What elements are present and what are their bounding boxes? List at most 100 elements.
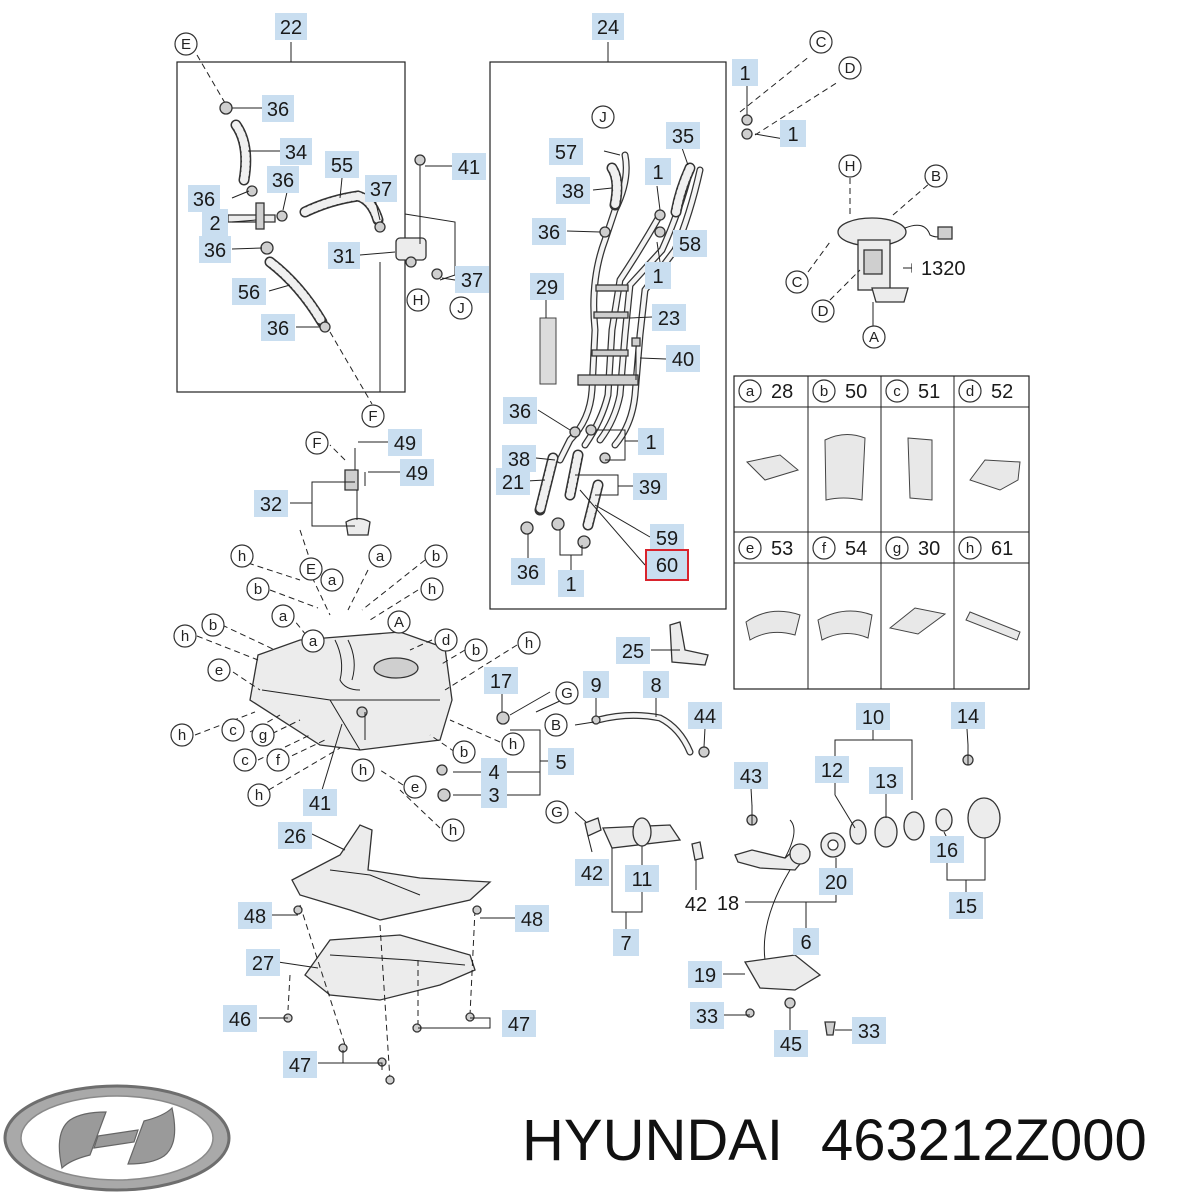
svg-text:40: 40 (672, 349, 694, 371)
tank-letter-b: b (424, 544, 448, 568)
legend-letter: e (746, 540, 754, 557)
svg-text:E: E (181, 36, 191, 53)
svg-text:h: h (428, 581, 436, 598)
callout-26: 26 (278, 822, 312, 849)
legend-letter: c (893, 383, 901, 400)
callout-38: 38 (556, 177, 590, 204)
legend-cell-e: e 53 (738, 536, 793, 560)
callout-4: 4 (481, 758, 507, 785)
callout-36: 36 (532, 218, 566, 245)
legend-letter: d (966, 383, 974, 400)
callout-44: 44 (688, 702, 722, 729)
callout-42: 42 (575, 859, 609, 886)
tank-letter-b: b (201, 613, 225, 637)
filler-parts (496, 621, 1001, 1036)
callout-9: 9 (583, 671, 609, 698)
legend-cell-b: b 50 (812, 379, 867, 403)
svg-text:G: G (561, 685, 573, 702)
legend-letter: b (820, 383, 828, 400)
svg-text:59: 59 (656, 528, 678, 550)
svg-text:1: 1 (739, 63, 750, 85)
svg-text:36: 36 (204, 240, 226, 262)
callout-2: 2 (202, 209, 228, 236)
svg-text:B: B (931, 168, 941, 185)
svg-text:a: a (279, 608, 288, 625)
fuel-tank (249, 448, 453, 802)
callout-1: 1 (645, 158, 671, 185)
tank-letter-g: g (251, 723, 275, 747)
connector-E: E (174, 32, 198, 56)
legend-number: 28 (771, 381, 793, 403)
svg-text:c: c (241, 752, 249, 769)
connector-H: H (838, 154, 862, 178)
legend-cell-d: d 52 (958, 379, 1013, 403)
svg-text:36: 36 (272, 170, 294, 192)
svg-text:36: 36 (267, 318, 289, 340)
svg-text:33: 33 (696, 1006, 718, 1028)
svg-text:46: 46 (229, 1009, 251, 1031)
callout-1: 1 (558, 570, 584, 597)
callout-36: 36 (261, 314, 295, 341)
svg-text:h: h (181, 628, 189, 645)
tank-letter-h: h (230, 544, 254, 568)
callout-11: 11 (625, 865, 659, 892)
svg-text:42: 42 (685, 894, 707, 916)
callout-7: 7 (613, 929, 639, 956)
callout-36: 36 (188, 185, 220, 212)
svg-text:5: 5 (555, 752, 566, 774)
callout-55: 55 (325, 151, 359, 178)
svg-text:49: 49 (406, 463, 428, 485)
tank-letter-a: a (320, 568, 344, 592)
callout-45: 45 (774, 1030, 808, 1057)
tank-letters: h a b b a h a h b a d h b e h c g h c f … (170, 544, 541, 842)
tank-letter-h: h (173, 624, 197, 648)
svg-text:1320: 1320 (921, 258, 966, 280)
svg-text:42: 42 (581, 863, 603, 885)
tank-letter-b: b (464, 638, 488, 662)
legend-cell-f: f 54 (812, 536, 867, 560)
svg-text:G: G (551, 804, 563, 821)
callout-14: 14 (951, 702, 985, 729)
svg-text:34: 34 (285, 142, 307, 164)
svg-text:B: B (551, 717, 561, 734)
connector-letters: E C D H B C D A J H J F F E A G B G (174, 30, 948, 824)
callout-22: 22 (275, 13, 307, 40)
svg-text:b: b (432, 548, 440, 565)
svg-text:6: 6 (800, 932, 811, 954)
svg-text:1: 1 (652, 266, 663, 288)
legend-headers: a 28 b 50 c 51 d 52 e 53 f 54 (738, 379, 1013, 560)
svg-text:J: J (599, 109, 607, 126)
connector-A: A (387, 610, 411, 634)
callout-17: 17 (484, 667, 518, 694)
tank-letter-h: h (517, 631, 541, 655)
connector-D: D (838, 56, 862, 80)
svg-text:44: 44 (694, 706, 716, 728)
connector-B: B (924, 164, 948, 188)
svg-text:25: 25 (622, 641, 644, 663)
callout-36: 36 (199, 236, 231, 263)
connector-C: C (785, 270, 809, 294)
svg-text:41: 41 (309, 793, 331, 815)
callout-49: 49 (400, 459, 434, 486)
legend-letter: h (966, 540, 974, 557)
svg-text:c: c (229, 722, 237, 739)
callout-27: 27 (246, 949, 280, 976)
tank-letter-h: h (501, 732, 525, 756)
svg-text:d: d (442, 632, 450, 649)
svg-text:17: 17 (490, 671, 512, 693)
svg-text:g: g (259, 727, 267, 744)
connector-C: C (809, 30, 833, 54)
brand-name: HYUNDAI (522, 1108, 783, 1173)
svg-text:2: 2 (209, 213, 220, 235)
svg-text:15: 15 (955, 896, 977, 918)
svg-text:J: J (457, 300, 465, 317)
svg-text:H: H (845, 158, 856, 175)
svg-text:1: 1 (645, 432, 656, 454)
connector-J: J (449, 296, 473, 320)
connector-B: B (544, 713, 568, 737)
callout-48: 48 (515, 905, 549, 932)
svg-text:48: 48 (244, 906, 266, 928)
svg-text:b: b (472, 642, 480, 659)
svg-text:37: 37 (370, 179, 392, 201)
